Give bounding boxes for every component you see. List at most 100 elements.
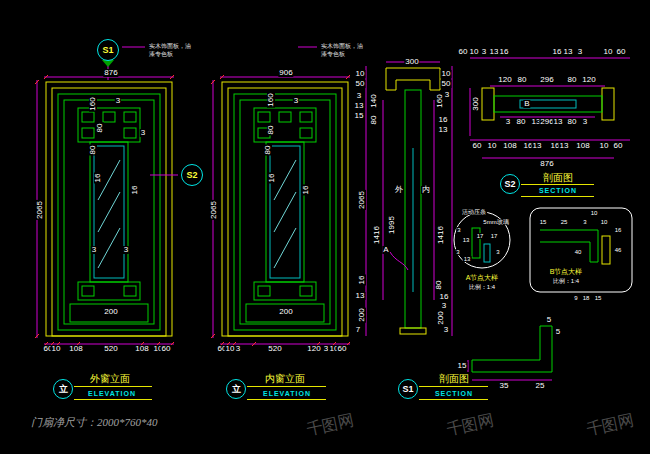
dimension-number: 1416 bbox=[373, 225, 381, 245]
dimension-number: 906 bbox=[278, 69, 293, 77]
view-subtitle: SECTION bbox=[538, 187, 578, 194]
dimension-number: 50 bbox=[441, 80, 452, 88]
dimension-number: 160 bbox=[267, 92, 275, 107]
detail-number: 比例：1:4 bbox=[552, 278, 580, 284]
dimension-number: 3 bbox=[441, 302, 447, 310]
side-section-part bbox=[400, 328, 426, 334]
detail-number: 16 bbox=[614, 227, 623, 233]
dimension-number: 3 bbox=[356, 92, 362, 100]
detail-number: 3 bbox=[582, 219, 587, 225]
dimension-number: 3 bbox=[582, 118, 588, 126]
view-subtitle: SECTION bbox=[434, 390, 474, 397]
detail-a bbox=[454, 212, 510, 268]
symbol-text: S2 bbox=[504, 180, 515, 189]
dimension-number: 13 bbox=[553, 118, 564, 126]
dimension-number: 2065 bbox=[210, 200, 218, 220]
detail-number: 5mm玻璃 bbox=[482, 219, 509, 225]
dimension-number: 15 bbox=[457, 362, 468, 370]
dimension-number: 160 bbox=[436, 93, 444, 108]
dimension-number: 10 bbox=[599, 142, 610, 150]
dimension-number: 160 bbox=[89, 96, 97, 111]
dimension-number: 3 bbox=[481, 48, 487, 56]
plan-section-part bbox=[520, 100, 576, 108]
dimension-number: 3 bbox=[293, 97, 299, 105]
view-subtitle: ELEVATION bbox=[262, 390, 312, 397]
detail-b-part bbox=[530, 208, 632, 292]
title-underlines-part bbox=[74, 399, 152, 400]
dimension-number: A bbox=[382, 246, 389, 254]
dimension-number: 60 bbox=[613, 142, 624, 150]
title-underlines-part bbox=[247, 386, 326, 387]
dimension-number: 16 bbox=[131, 185, 139, 196]
section-symbol: S2 bbox=[181, 164, 203, 186]
dimension-number: 3 bbox=[140, 129, 146, 137]
detail-number: 10 bbox=[600, 219, 609, 225]
plan-section bbox=[470, 58, 630, 158]
dimension-number: 108 bbox=[68, 345, 83, 353]
material-note: 实木饰面板，油漆专色板 bbox=[148, 43, 194, 58]
dimension-number: 16 bbox=[439, 293, 450, 301]
dimension-number: 80 bbox=[435, 280, 443, 291]
dimension-number: 16 bbox=[358, 275, 366, 286]
detail-number: 13 bbox=[463, 256, 472, 262]
dimension-number: 10 bbox=[603, 48, 614, 56]
dimension-number: 16 bbox=[552, 48, 563, 56]
section-symbol: S1 bbox=[97, 39, 119, 61]
leader-lines bbox=[102, 47, 317, 175]
detail-a-part bbox=[454, 212, 510, 268]
side-section bbox=[366, 62, 452, 336]
detail-number: 17 bbox=[490, 233, 499, 239]
detail-number: 3 bbox=[456, 227, 461, 233]
detail-number: 3 bbox=[455, 249, 460, 255]
detail-b bbox=[530, 208, 632, 292]
dimension-number: 876 bbox=[539, 160, 554, 168]
dimension-number: 200 bbox=[103, 308, 118, 316]
dimension-number: 10 bbox=[441, 70, 452, 78]
dimension-number: 120 bbox=[306, 345, 321, 353]
plan-section-part bbox=[482, 158, 614, 159]
title-underlines bbox=[74, 185, 594, 400]
dimension-number: 10 bbox=[469, 48, 480, 56]
dimension-number: 876 bbox=[103, 69, 118, 77]
leader-lines-part bbox=[298, 47, 317, 48]
outer-elevation bbox=[35, 75, 174, 346]
inner-elevation bbox=[211, 75, 350, 346]
detail-number: 9 bbox=[573, 295, 578, 301]
dimension-number: 16 bbox=[268, 173, 276, 184]
dimension-number: 300 bbox=[404, 58, 419, 66]
leader-lines-part bbox=[102, 60, 114, 67]
side-section-part bbox=[390, 252, 408, 270]
dimension-number: 80 bbox=[517, 76, 528, 84]
dimension-number: 60 bbox=[472, 142, 483, 150]
detail-b-part bbox=[540, 230, 598, 262]
dimension-number: 80 bbox=[96, 123, 104, 134]
dimension-number: 13 bbox=[532, 142, 543, 150]
dimension-number: 80 bbox=[267, 125, 275, 136]
detail-number: 40 bbox=[574, 249, 583, 255]
dimension-number: 13 bbox=[438, 126, 449, 134]
dimension-number: 200 bbox=[358, 307, 366, 322]
dimension-number: 60 bbox=[458, 48, 469, 56]
dimension-number: 5 bbox=[555, 328, 561, 336]
dimension-number: 80 bbox=[516, 118, 527, 126]
leader-lines-part bbox=[150, 175, 178, 176]
plan-section-part bbox=[602, 88, 614, 120]
title-underlines-part bbox=[521, 196, 594, 197]
dimension-number: 2065 bbox=[36, 200, 44, 220]
dimension-number: 1995 bbox=[388, 215, 396, 235]
view-title: 内窗立面 bbox=[264, 374, 306, 384]
detail-number: 25 bbox=[560, 219, 569, 225]
side-section-part bbox=[413, 148, 414, 292]
material-note: 实木饰面板，油漆专色板 bbox=[320, 43, 366, 58]
detail-b-part bbox=[602, 236, 610, 264]
detail-number: 13 bbox=[462, 237, 471, 243]
dimension-number: 3 bbox=[577, 48, 583, 56]
section-symbol: S1 bbox=[398, 379, 418, 399]
dimension-number: 3 bbox=[123, 246, 129, 254]
detail-number: 比例：1:4 bbox=[468, 284, 496, 290]
dimension-number: 1416 bbox=[437, 225, 445, 245]
dimension-number: 16 bbox=[94, 173, 102, 184]
section-symbol: 立 bbox=[53, 379, 73, 399]
dimension-number: 13 bbox=[354, 102, 365, 110]
dimension-number: 50 bbox=[355, 80, 366, 88]
